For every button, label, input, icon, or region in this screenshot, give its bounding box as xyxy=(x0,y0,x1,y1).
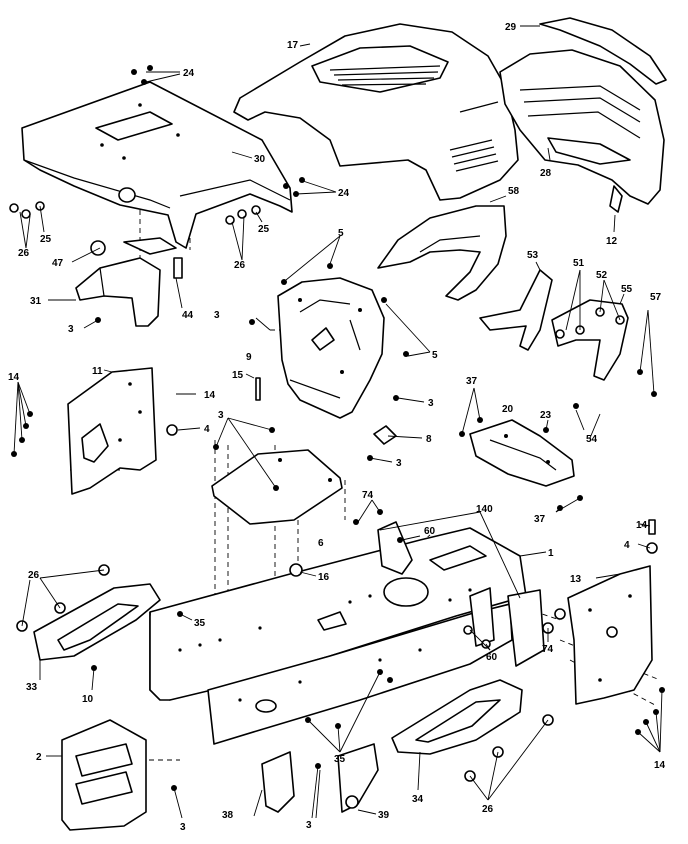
callout-16: 16 xyxy=(318,572,330,583)
callout-74: 74 xyxy=(362,490,374,501)
callout-5: 5 xyxy=(338,228,344,239)
callout-3: 3 xyxy=(306,820,312,831)
callout-4: 4 xyxy=(624,540,630,551)
brackets-60-140 xyxy=(377,521,545,667)
callout-35: 35 xyxy=(334,754,346,765)
callout-54: 54 xyxy=(586,434,598,445)
bracket-31 xyxy=(75,237,177,327)
callout-13: 13 xyxy=(570,574,582,585)
callout-140: 140 xyxy=(476,504,493,515)
side-panel-11 xyxy=(67,367,157,495)
callout-39: 39 xyxy=(378,810,390,821)
callout-58: 58 xyxy=(508,186,520,197)
callout-44: 44 xyxy=(182,310,194,321)
callout-33: 33 xyxy=(26,682,38,693)
callout-24: 24 xyxy=(183,68,195,79)
latch-12 xyxy=(609,185,623,213)
callout-74: 74 xyxy=(542,644,554,655)
callout-57: 57 xyxy=(650,292,662,303)
callout-9: 9 xyxy=(246,352,252,363)
callout-4: 4 xyxy=(204,424,210,435)
callout-11: 11 xyxy=(92,366,103,377)
callout-1: 1 xyxy=(548,548,554,559)
callout-14: 14 xyxy=(8,372,20,383)
callout-5: 5 xyxy=(432,350,438,361)
callout-3: 3 xyxy=(214,310,220,321)
callout-29: 29 xyxy=(505,22,517,33)
callout-26: 26 xyxy=(234,260,246,271)
callout-38: 38 xyxy=(222,810,234,821)
callout-23: 23 xyxy=(540,410,552,421)
callout-6: 6 xyxy=(318,538,324,549)
side-panel-13 xyxy=(567,565,653,705)
dash-panel-30 xyxy=(21,81,293,249)
callout-51: 51 xyxy=(573,258,585,269)
callout-25: 25 xyxy=(40,234,52,245)
callout-26: 26 xyxy=(482,804,494,815)
callout-20: 20 xyxy=(502,404,514,415)
callout-60: 60 xyxy=(424,526,436,537)
callout-25: 25 xyxy=(258,224,270,235)
grille-28 xyxy=(499,49,665,205)
leader-lines xyxy=(13,25,663,819)
callout-10: 10 xyxy=(82,694,94,705)
callout-labels: 24 24 30 17 29 28 12 26 25 26 25 5 5 58 … xyxy=(8,22,666,833)
small-hardware xyxy=(90,240,397,577)
footrest-34 xyxy=(391,679,523,755)
callout-26: 26 xyxy=(18,248,30,259)
hood-trim-29 xyxy=(539,17,667,85)
callout-8: 8 xyxy=(426,434,432,445)
bracket-plate-20 xyxy=(469,419,575,487)
callout-3: 3 xyxy=(396,458,402,469)
callout-30: 30 xyxy=(254,154,266,165)
brackets-53-55 xyxy=(479,269,629,381)
callout-12: 12 xyxy=(606,236,618,247)
callout-15: 15 xyxy=(232,370,244,381)
callout-37: 37 xyxy=(534,514,546,525)
support-panel-9 xyxy=(277,277,385,419)
callout-26: 26 xyxy=(28,570,40,581)
brackets-38-39 xyxy=(261,743,379,813)
callout-24: 24 xyxy=(338,188,350,199)
hood-17 xyxy=(233,23,519,201)
callout-3: 3 xyxy=(428,398,434,409)
callout-3: 3 xyxy=(68,324,74,335)
frame-1 xyxy=(149,527,527,745)
callout-37: 37 xyxy=(466,376,478,387)
callout-47: 47 xyxy=(52,258,64,269)
callout-14: 14 xyxy=(654,760,666,771)
deflector-58 xyxy=(377,205,507,301)
callout-28: 28 xyxy=(540,168,552,179)
callout-53: 53 xyxy=(527,250,539,261)
callout-60: 60 xyxy=(486,652,498,663)
callout-14: 14 xyxy=(636,520,648,531)
callout-31: 31 xyxy=(30,296,42,307)
front-plate-2 xyxy=(61,719,147,831)
callout-55: 55 xyxy=(621,284,633,295)
callout-52: 52 xyxy=(596,270,608,281)
callout-17: 17 xyxy=(287,40,299,51)
callout-34: 34 xyxy=(412,794,424,805)
callout-3: 3 xyxy=(180,822,186,833)
callout-14: 14 xyxy=(204,390,216,401)
callout-2: 2 xyxy=(36,752,42,763)
callout-35: 35 xyxy=(194,618,206,629)
callout-3: 3 xyxy=(218,410,224,421)
footrest-33 xyxy=(33,583,161,661)
